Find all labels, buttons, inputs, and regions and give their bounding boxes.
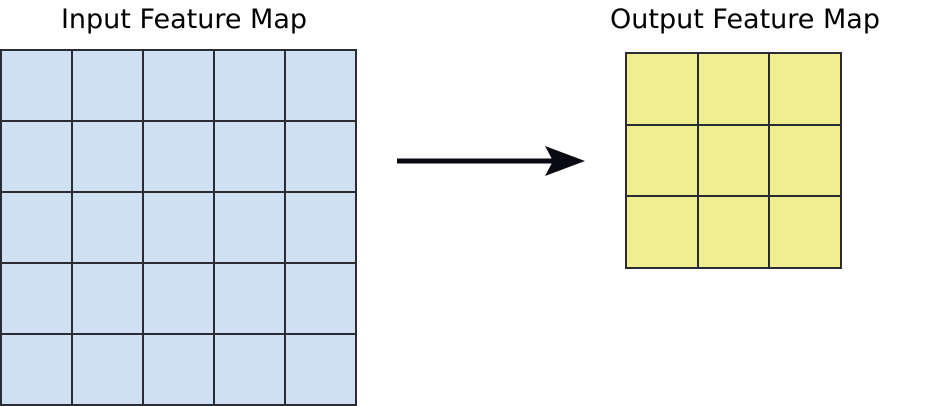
input-feature-map-cell [2,335,71,404]
input-feature-map-grid [0,49,357,406]
transform-arrow [393,138,589,184]
input-feature-map-cell [215,264,284,333]
output-feature-map-cell [627,125,697,196]
input-feature-map-cell [2,193,71,262]
output-feature-map-cell [698,54,769,124]
input-feature-map-cell [73,264,142,333]
input-feature-map-cell [144,122,213,191]
output-feature-map-cell [698,197,769,267]
input-feature-map-cell [286,122,355,191]
input-feature-map-cell [73,193,142,262]
output-feature-map-cell [698,125,769,196]
input-feature-map-cell [73,122,142,191]
output-feature-map-cell [627,54,697,124]
input-feature-map-cell [2,122,71,191]
input-feature-map-cell [215,122,284,191]
input-feature-map-cell [286,51,355,120]
input-feature-map-cell [215,335,284,404]
output-feature-map-title: Output Feature Map [610,4,880,35]
input-feature-map-cell [2,51,71,120]
input-feature-map-cell [2,264,71,333]
output-feature-map-cell [770,54,840,124]
input-feature-map-cell [73,51,142,120]
input-feature-map-cell [144,193,213,262]
input-feature-map-cell [215,51,284,120]
output-feature-map-cell [627,197,697,267]
input-feature-map-cell [144,51,213,120]
output-feature-map-grid [625,52,842,269]
input-feature-map-cell [215,193,284,262]
input-feature-map-cell [144,335,213,404]
input-feature-map-cell [286,264,355,333]
input-feature-map-cell [286,335,355,404]
input-feature-map-cell [286,193,355,262]
input-feature-map-cell [73,335,142,404]
arrow-icon [397,146,585,176]
input-feature-map-title: Input Feature Map [60,4,308,35]
arrow-head [545,146,585,176]
output-feature-map-cell [770,125,840,196]
input-feature-map-cell [144,264,213,333]
output-feature-map-cell [770,197,840,267]
